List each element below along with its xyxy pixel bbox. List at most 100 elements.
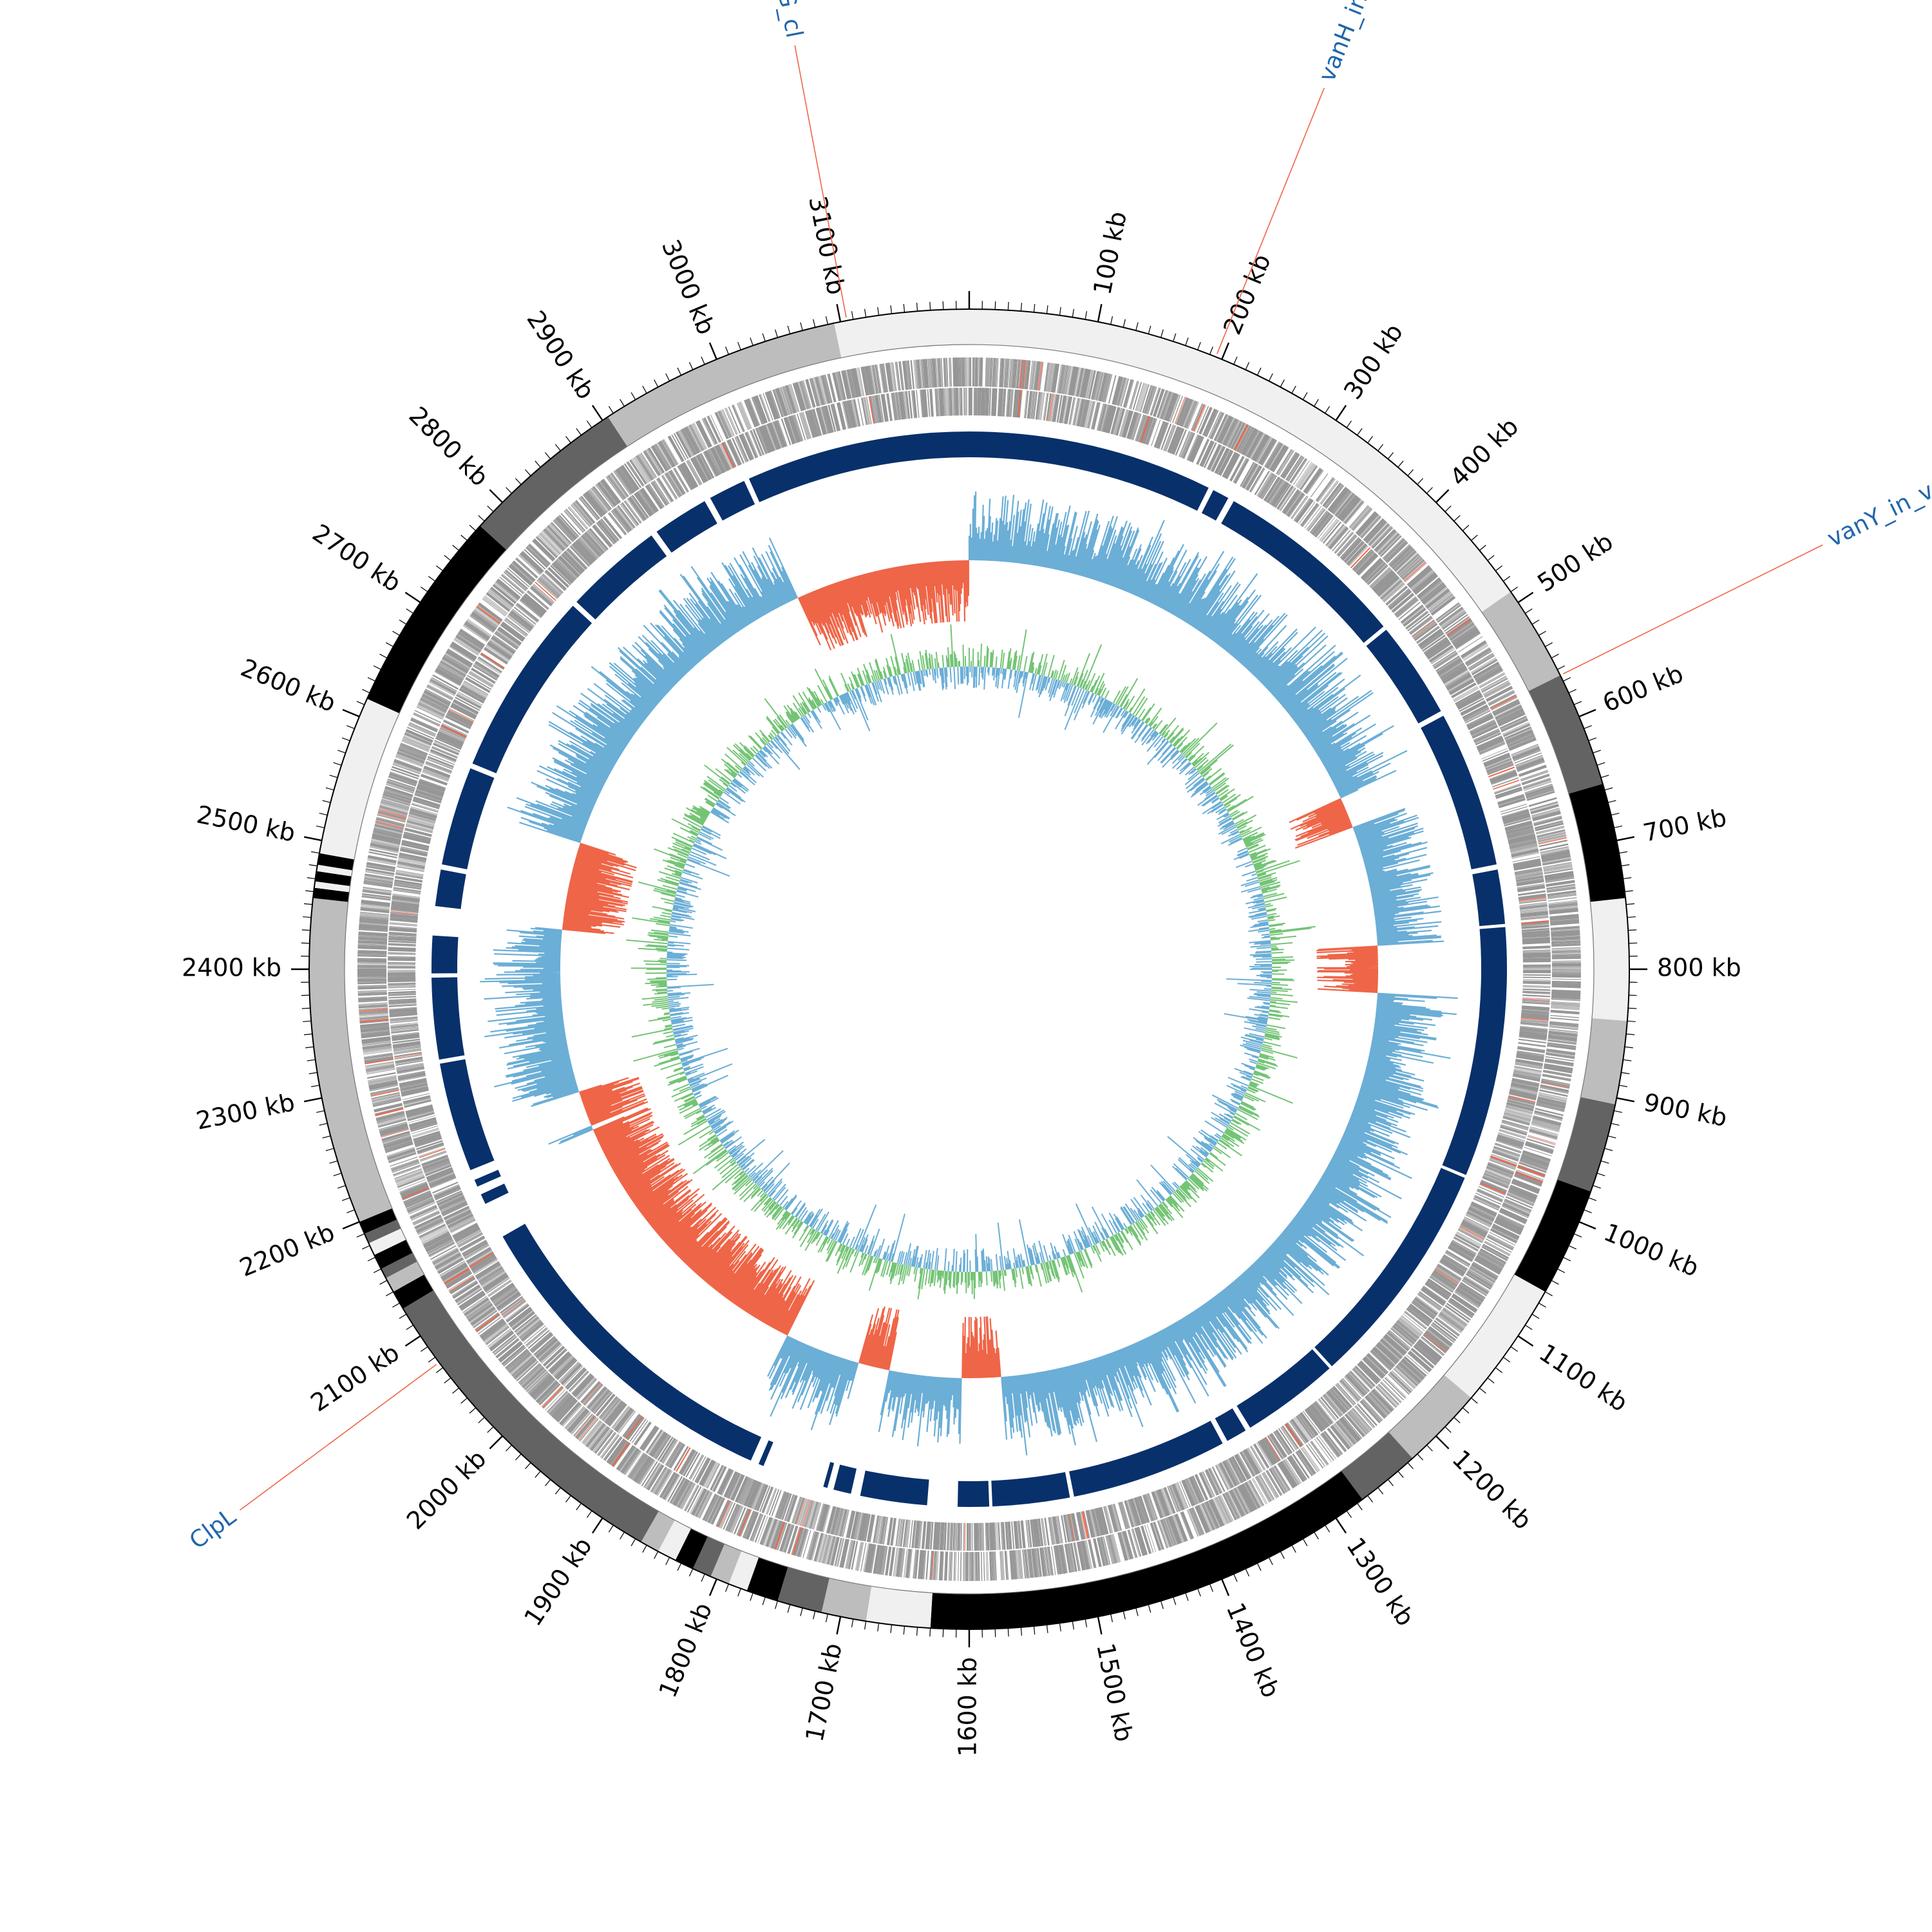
gene-feature-mark <box>1088 370 1096 399</box>
gene-feature-mark <box>1486 1165 1513 1176</box>
gene-feature-mark <box>1417 1293 1441 1311</box>
gene-feature-mark <box>486 1277 510 1294</box>
gene-feature-mark <box>1550 927 1580 931</box>
gene-feature-mark <box>1200 407 1213 435</box>
gene-feature-mark <box>627 498 644 522</box>
gene-feature-mark <box>460 1236 486 1252</box>
gene-feature-mark <box>929 1551 933 1580</box>
gene-feature-mark <box>1247 1448 1262 1473</box>
gene-feature-mark <box>925 1521 929 1549</box>
gene-feature-mark <box>1216 415 1229 442</box>
gene-feature-mark <box>645 1429 663 1454</box>
gene-feature-mark <box>462 625 488 643</box>
gene-feature-mark <box>383 1135 411 1144</box>
gene-feature-mark <box>1119 378 1128 406</box>
gene-feature-mark <box>1492 1224 1519 1239</box>
gene-feature-mark <box>916 359 920 389</box>
gene-feature-mark <box>400 1083 428 1091</box>
gene-feature-mark <box>629 1418 647 1442</box>
gene-feature-mark <box>466 1301 491 1319</box>
gene-feature-mark <box>629 496 647 520</box>
gene-feature-mark <box>389 923 417 927</box>
gene-feature-mark <box>1075 1512 1083 1540</box>
gene-feature-mark <box>1157 1520 1168 1549</box>
gene-feature-mark <box>827 1506 836 1534</box>
minor-tick <box>916 303 918 312</box>
gene-feature-mark <box>412 1211 440 1225</box>
gene-feature-mark <box>454 1227 480 1242</box>
gene-feature-mark <box>417 1143 444 1154</box>
gene-feature-mark <box>1254 435 1270 462</box>
gene-feature-mark <box>1298 464 1316 489</box>
gene-feature-mark <box>397 1175 424 1187</box>
gene-feature-mark <box>1401 559 1425 580</box>
gene-feature-mark <box>1531 808 1560 817</box>
gene-feature-mark <box>681 428 697 455</box>
gene-feature-mark <box>357 944 387 947</box>
gene-feature-mark <box>862 1513 869 1541</box>
gene-feature-mark <box>562 553 583 573</box>
gene-feature-mark <box>376 1114 405 1122</box>
gene-feature-mark <box>1408 615 1432 634</box>
gene-feature-mark <box>1521 925 1549 929</box>
gene-feature-mark <box>366 1067 395 1074</box>
gene-feature-mark <box>479 1318 504 1337</box>
gene-feature-mark <box>1499 1130 1526 1139</box>
gene-feature-mark <box>1026 1549 1030 1578</box>
gene-feature-mark <box>1291 496 1309 520</box>
gene-feature-mark <box>492 636 516 653</box>
tick-label: 2700 kb <box>307 518 406 598</box>
gene-feature-mark <box>435 1253 462 1270</box>
gene-feature-mark <box>1536 1104 1565 1112</box>
gene-feature-mark <box>1334 1423 1353 1446</box>
gene-feature-mark <box>1204 409 1218 437</box>
gene-feature-mark <box>652 1468 668 1493</box>
gene-feature-mark <box>375 822 404 830</box>
gene-feature-mark <box>1003 358 1007 388</box>
gene-feature-mark <box>548 1351 569 1371</box>
gene-feature-mark <box>952 1522 954 1551</box>
gene-feature-mark <box>555 1398 576 1421</box>
tick-label: 2400 kb <box>182 954 281 982</box>
gene-feature-mark <box>1064 365 1070 395</box>
gene-feature-mark <box>426 1236 453 1253</box>
gene-feature-mark <box>437 665 464 681</box>
contig-segment-7 <box>1514 1179 1591 1292</box>
gene-feature-mark <box>397 1070 425 1077</box>
gene-feature-mark <box>673 1446 689 1471</box>
gene-feature-mark <box>1332 1425 1351 1448</box>
gene-feature-mark <box>1385 1334 1407 1354</box>
gene-feature-mark <box>826 1536 835 1565</box>
gene-feature-mark <box>651 445 668 471</box>
gene-feature-mark <box>450 1277 476 1294</box>
gene-feature-mark <box>1533 815 1562 824</box>
gene-feature-mark <box>398 1074 426 1081</box>
gene-feature-mark <box>942 1551 944 1581</box>
gene-feature-mark <box>1548 900 1578 904</box>
gene-feature-mark <box>1548 1039 1577 1045</box>
tick-label: 200 kb <box>1218 250 1276 339</box>
gene-feature-mark <box>1463 1276 1490 1293</box>
gene-feature-mark <box>607 475 625 500</box>
gene-feature-mark <box>1510 1086 1538 1093</box>
gene-feature-mark <box>723 1502 736 1530</box>
gene-feature-mark <box>1519 1162 1547 1173</box>
gene-feature-mark <box>1032 1519 1037 1548</box>
gene-feature-mark <box>1409 616 1433 634</box>
gene-feature-mark <box>1432 1323 1455 1342</box>
gene-feature-mark <box>568 1370 589 1392</box>
gene-feature-mark <box>408 1117 436 1126</box>
gene-feature-mark <box>675 1480 690 1507</box>
gene-feature-mark <box>779 387 789 415</box>
gene-feature-mark <box>1506 1102 1534 1110</box>
gene-feature-mark <box>1499 713 1526 727</box>
gene-feature-mark <box>1261 1439 1277 1464</box>
gene-feature-mark <box>394 1170 422 1180</box>
gene-feature-mark <box>650 1432 667 1457</box>
gene-feature-mark <box>468 1303 493 1321</box>
gene-feature-mark <box>507 1307 531 1325</box>
gene-feature-mark <box>1540 851 1570 858</box>
gene-feature-mark <box>1124 1501 1133 1528</box>
gene-feature-mark <box>891 362 896 392</box>
gene-feature-mark <box>384 790 412 800</box>
